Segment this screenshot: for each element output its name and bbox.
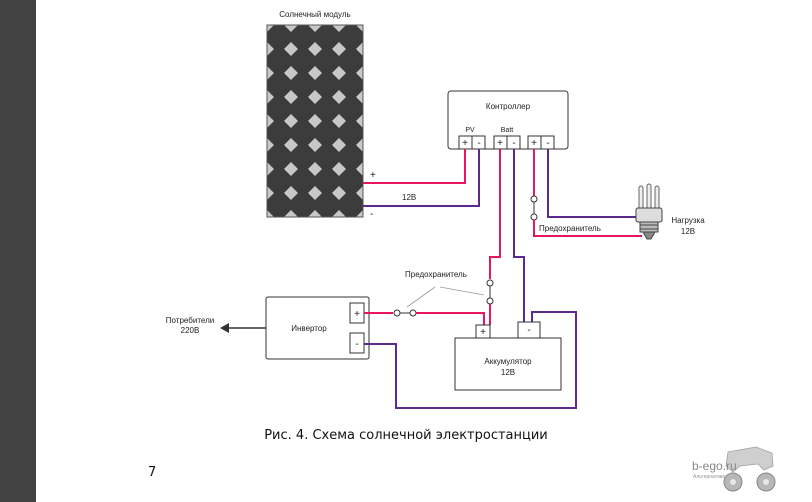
load-voltage: 12В xyxy=(681,227,695,236)
battery-voltage: 12В xyxy=(501,368,515,377)
inverter-plus-sign: + xyxy=(354,309,360,320)
pv-plus-sign: + xyxy=(462,138,468,149)
consumers-voltage: 220В xyxy=(181,326,200,335)
load-positive-wire-lower xyxy=(533,220,642,237)
load-title: Нагрузка xyxy=(671,216,705,225)
battery-plus-terminal xyxy=(475,324,491,339)
consumers-title: Потребители xyxy=(166,316,214,325)
battery-title: Аккумулятор xyxy=(484,357,532,366)
pv-minus-sign: - xyxy=(477,138,480,149)
logo-subtext: Альтернатива xyxy=(693,474,725,480)
inverter-fuse-label: Предохранитель xyxy=(405,270,467,279)
battery-box xyxy=(454,337,562,391)
panel-plus-sign: + xyxy=(370,170,376,181)
batt-fuse-contact-top xyxy=(486,279,494,287)
inverter-fuse-contact-left xyxy=(393,309,401,317)
solar-module-title: Солнечный модуль xyxy=(279,10,350,19)
load-negative-wire xyxy=(547,149,642,218)
battery-minus-terminal xyxy=(517,321,541,339)
consumers-arrow-icon xyxy=(220,323,229,333)
batt-plus-sign: + xyxy=(497,138,503,149)
watermark-logo: b-ego.ru Альтернатива xyxy=(692,446,776,492)
pv-port-label: PV xyxy=(465,127,475,134)
batt-negative-wire xyxy=(513,149,525,322)
figure-caption: Рис. 4. Схема солнечной электростанции xyxy=(264,428,548,443)
lamp-icon xyxy=(635,183,663,240)
inverter-fuse-contact-right xyxy=(409,309,417,317)
panel-minus-sign: - xyxy=(370,209,373,220)
batt-port-label: Batt xyxy=(501,127,514,134)
panel-positive-wire xyxy=(363,149,466,184)
load-plus-sign: + xyxy=(531,138,537,149)
solar-panel xyxy=(266,24,364,218)
controller-title: Контроллер xyxy=(486,102,531,111)
batt-fuse-contact-bottom xyxy=(486,297,494,305)
panel-negative-wire xyxy=(363,149,480,207)
inverter-positive-wire-b xyxy=(416,312,485,325)
page-number: 7 xyxy=(148,465,157,480)
inverter-negative-wire xyxy=(364,311,577,409)
inverter-minus-sign: - xyxy=(355,339,358,350)
panel-voltage-label: 12В xyxy=(402,193,416,202)
load-fuse-contact-top xyxy=(530,195,538,203)
fuse-callout-line-left xyxy=(406,286,436,308)
load-fuse-label: Предохранитель xyxy=(539,224,601,233)
batt-positive-wire-upper xyxy=(489,149,501,279)
battery-minus-sign: - xyxy=(527,325,530,336)
batt-minus-sign: - xyxy=(512,138,515,149)
logo-text: b-ego.ru xyxy=(692,459,737,473)
inverter-title: Инвертор xyxy=(291,324,327,333)
battery-plus-sign: + xyxy=(480,327,486,338)
load-fuse-contact-bottom xyxy=(530,213,538,221)
fuse-callout-line-right xyxy=(439,286,485,296)
left-dark-margin xyxy=(0,0,36,502)
load-minus-sign: - xyxy=(546,138,549,149)
